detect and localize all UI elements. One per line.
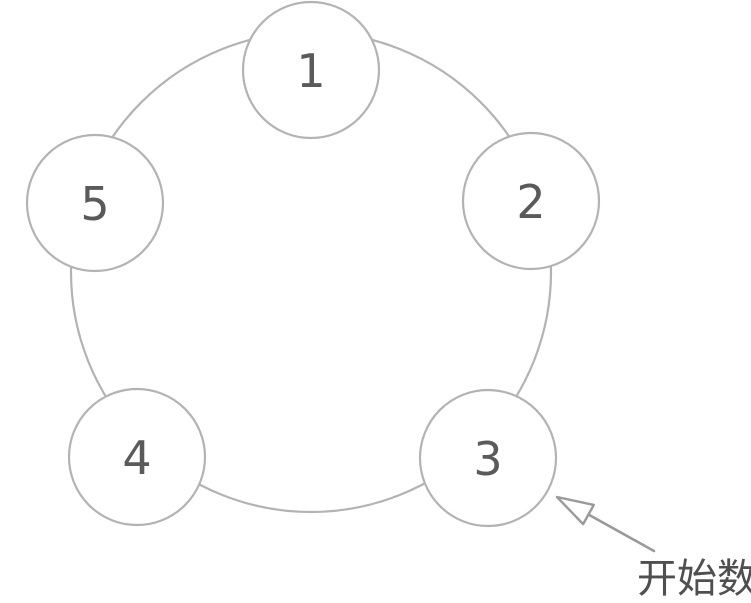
node-2[interactable]: 2	[461, 131, 601, 271]
node-3[interactable]: 3	[418, 388, 558, 528]
node-1-label: 1	[296, 44, 325, 98]
node-5[interactable]: 5	[25, 133, 165, 273]
annotation-label: 开始数	[637, 556, 751, 602]
annotation-arrow-head-icon	[555, 495, 596, 526]
node-5-circle[interactable]	[25, 133, 165, 273]
annotation-arrow-shaft	[580, 509, 656, 553]
node-4-circle[interactable]	[67, 387, 207, 527]
node-4[interactable]: 4	[67, 387, 207, 527]
node-1[interactable]: 1	[241, 0, 381, 140]
node-5-label: 5	[80, 177, 109, 231]
node-2-circle[interactable]	[461, 131, 601, 271]
node-3-label: 3	[473, 432, 502, 486]
node-1-circle[interactable]	[241, 0, 381, 140]
node-4-label: 4	[122, 431, 151, 485]
nodes-group: 1 2 3 4 5	[25, 0, 601, 528]
node-2-label: 2	[516, 175, 545, 229]
node-3-circle[interactable]	[418, 388, 558, 528]
